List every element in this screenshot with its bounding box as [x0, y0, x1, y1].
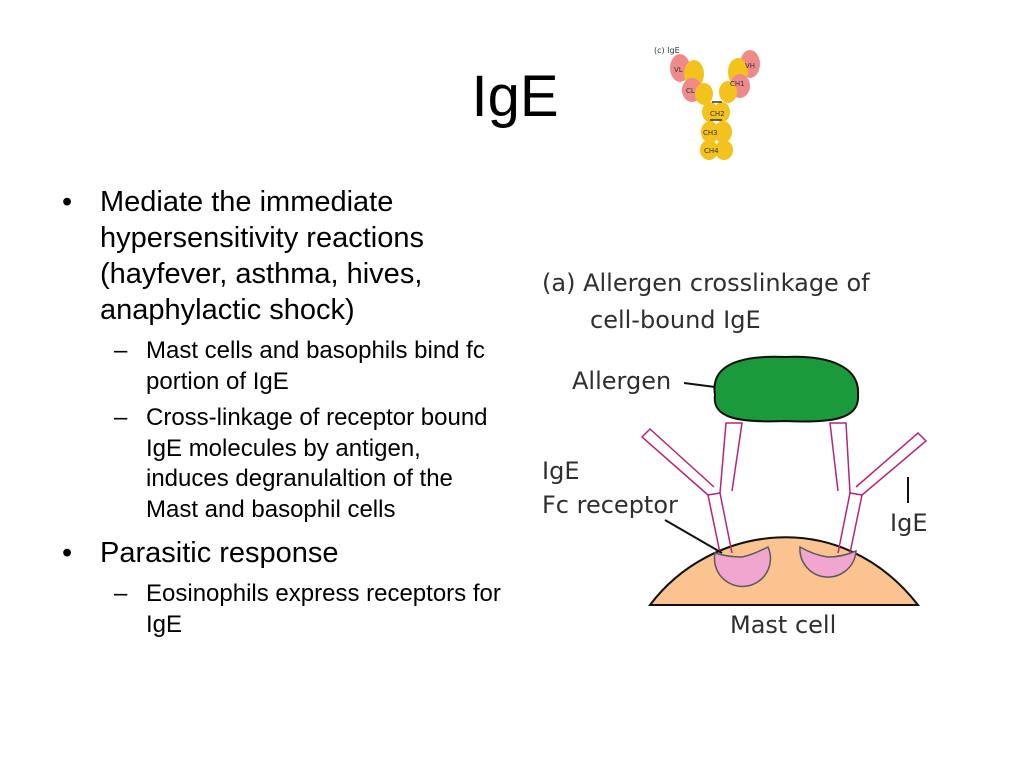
label-vh: VH	[745, 62, 755, 70]
fc-receptor-right	[799, 545, 857, 578]
fc-receptor-left	[713, 545, 772, 588]
bullet-text: Mediate the immediate hypersensitivity r…	[100, 186, 424, 326]
bullet-parasitic: Parasitic response Eosinophils express r…	[62, 535, 502, 640]
ige-fc-label-line2: Fc receptor	[542, 491, 678, 519]
diagram-caption-line2: cell-bound IgE	[590, 306, 761, 334]
bullet-hypersensitivity: Mediate the immediate hypersensitivity r…	[62, 184, 502, 525]
ige-fc-label-line1: IgE	[542, 457, 579, 485]
mast-cell-label: Mast cell	[730, 611, 836, 639]
sub-bullet-eosinophils: Eosinophils express receptors for IgE	[100, 579, 502, 640]
ige-antibody-right	[829, 422, 928, 554]
label-cl: CL	[686, 87, 695, 95]
molecule-caption: (c) IgE	[654, 46, 680, 55]
sub-bullet-list: Mast cells and basophils bind fc portion…	[100, 336, 502, 525]
sub-bullet-cross-linkage: Cross-linkage of receptor bound IgE mole…	[100, 403, 502, 525]
bullet-list: Mediate the immediate hypersensitivity r…	[62, 184, 502, 646]
ige-molecule-illustration: (c) IgE VL VH CL CH1 CH2 CH3 CH4	[654, 46, 760, 160]
sub-bullet-list: Eosinophils express receptors for IgE	[100, 579, 502, 640]
allergen-leader-line	[683, 382, 716, 388]
molecule-stem	[700, 101, 733, 160]
fc-receptor-leader-line	[664, 519, 723, 554]
label-vl: VL	[674, 66, 683, 74]
ige-antibody-left	[640, 422, 743, 554]
label-ch3: CH3	[703, 129, 718, 137]
label-ch1: CH1	[730, 80, 745, 88]
molecule-left-arm	[670, 54, 713, 105]
bullet-text: Parasitic response	[100, 537, 339, 569]
molecule-right-arm	[719, 50, 760, 103]
heavy-chain-c1	[719, 81, 737, 103]
label-ch2: CH2	[710, 110, 725, 118]
allergen-label: Allergen	[572, 367, 671, 395]
allergen-crosslinkage-diagram: (a) Allergen crosslinkage of cell-bound …	[542, 269, 928, 639]
allergen-blob	[713, 355, 860, 423]
heavy-chain-c1	[695, 83, 713, 105]
diagram-caption-line1: (a) Allergen crosslinkage of	[542, 269, 870, 297]
ige-label: IgE	[890, 509, 927, 537]
sub-bullet-mast-cells: Mast cells and basophils bind fc portion…	[100, 336, 502, 397]
label-ch4: CH4	[704, 147, 719, 155]
mast-cell-body	[647, 536, 921, 606]
slide-title: IgE	[471, 64, 559, 129]
